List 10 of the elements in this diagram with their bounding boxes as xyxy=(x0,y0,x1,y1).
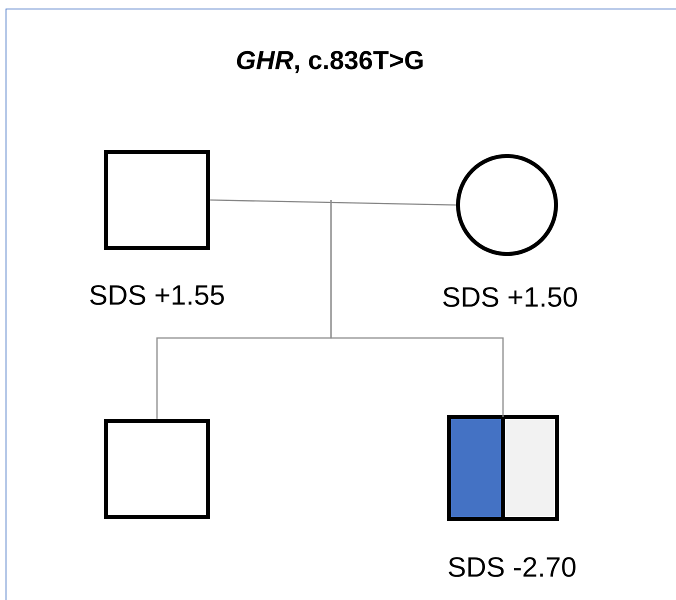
title: GHR, c.836T>G xyxy=(237,50,423,74)
female-circle xyxy=(456,154,558,256)
sds-label: SDS +1.55 xyxy=(90,285,224,305)
sds-label: SDS +1.50 xyxy=(443,287,577,307)
male-square xyxy=(104,150,210,250)
affected-male-square xyxy=(447,415,559,521)
male-square xyxy=(104,419,210,519)
pedigree-line xyxy=(210,199,456,206)
sds-label: SDS -2.70 xyxy=(448,557,576,577)
pedigree-line xyxy=(330,200,504,417)
